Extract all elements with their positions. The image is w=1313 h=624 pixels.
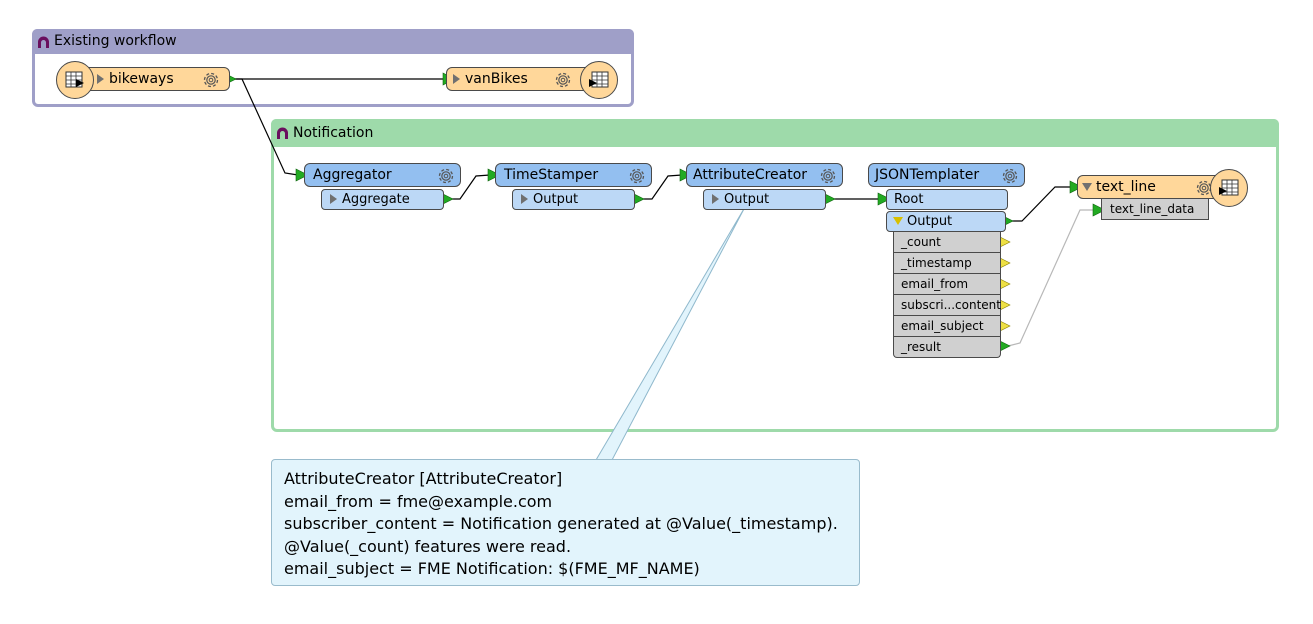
attributecreator-tooltip: AttributeCreator [AttributeCreator] emai… (271, 459, 860, 586)
expand-triangle-icon[interactable] (521, 194, 528, 204)
collapse-triangle-icon[interactable] (893, 217, 903, 225)
attributecreator-label: AttributeCreator (693, 167, 808, 183)
gear-icon[interactable] (436, 166, 456, 186)
reader-bikeways-label: bikeways (109, 71, 174, 87)
attribute-email-subject[interactable]: email_subject (893, 316, 1001, 337)
gear-icon[interactable] (1000, 166, 1020, 186)
writer-textline-table-icon (1210, 169, 1248, 207)
expand-triangle-icon[interactable] (453, 74, 460, 84)
expand-triangle-icon[interactable] (97, 74, 104, 84)
gear-icon[interactable] (627, 166, 647, 186)
jsontemplater-root-input[interactable]: Root (886, 189, 1008, 210)
aggregator-label: Aggregator (313, 167, 392, 183)
attribute-result[interactable]: _result (893, 337, 1001, 358)
timestamper-label: TimeStamper (504, 167, 599, 183)
tooltip-line: email_subject = FME Notification: $(FME_… (284, 559, 700, 578)
jsontemplater-root-label: Root (894, 192, 924, 207)
jsontemplater-output-label: Output (907, 214, 953, 229)
writer-textline-label: text_line (1096, 179, 1156, 195)
transformer-attributecreator[interactable]: AttributeCreator (686, 163, 843, 187)
aggregator-output-label: Aggregate (342, 192, 410, 207)
tooltip-line: AttributeCreator [AttributeCreator] (284, 469, 563, 488)
timestamper-output-port[interactable]: Output (512, 189, 635, 210)
attribute-email-from[interactable]: email_from (893, 274, 1001, 295)
collapse-triangle-icon[interactable] (1082, 183, 1092, 191)
attribute-label: email_subject (901, 319, 984, 333)
jsontemplater-label: JSONTemplater (875, 167, 980, 183)
existing-workflow-title: Existing workflow (54, 33, 177, 49)
bookmark-icon (38, 36, 49, 48)
reader-bikeways[interactable]: bikeways (78, 67, 230, 91)
existing-workflow-bookmark-header[interactable]: Existing workflow (32, 29, 634, 54)
timestamper-output-label: Output (533, 192, 579, 207)
gear-icon[interactable] (201, 70, 221, 90)
attribute-subscriber-content[interactable]: subscri...content (893, 295, 1001, 316)
gear-icon[interactable] (553, 70, 573, 90)
attribute-label: email_from (901, 277, 969, 291)
tooltip-line: subscriber_content = Notification genera… (284, 514, 838, 533)
bookmark-icon (277, 127, 288, 139)
writer-vanbikes[interactable]: vanBikes (446, 67, 596, 91)
reader-table-icon (56, 61, 94, 99)
writer-vanbikes-label: vanBikes (465, 71, 528, 87)
transformer-aggregator[interactable]: Aggregator (304, 163, 461, 187)
notification-bookmark-header[interactable]: Notification (271, 119, 1279, 147)
attribute-timestamp[interactable]: _timestamp (893, 253, 1001, 274)
jsontemplater-output-port[interactable]: Output (886, 211, 1006, 232)
attribute-count[interactable]: _count (893, 232, 1001, 253)
writer-table-icon (580, 61, 618, 99)
aggregator-output-port[interactable]: Aggregate (321, 189, 444, 210)
tooltip-line: @Value(_count) features were read. (284, 536, 572, 556)
transformer-jsontemplater[interactable]: JSONTemplater (868, 163, 1025, 187)
attributecreator-output-label: Output (724, 192, 770, 207)
table-icon (65, 71, 84, 88)
expand-triangle-icon[interactable] (712, 194, 719, 204)
attribute-label: _timestamp (901, 256, 972, 270)
table-icon (1219, 179, 1239, 196)
notification-title: Notification (293, 125, 374, 141)
writer-textline-attribute[interactable]: text_line_data (1101, 199, 1209, 220)
attribute-label: _result (901, 340, 941, 354)
attributecreator-output-port[interactable]: Output (703, 189, 826, 210)
gear-icon[interactable] (818, 166, 838, 186)
table-icon (589, 71, 609, 88)
transformer-timestamper[interactable]: TimeStamper (495, 163, 652, 187)
writer-textline[interactable]: text_line (1077, 175, 1225, 199)
textline-data-label: text_line_data (1110, 202, 1195, 216)
expand-triangle-icon[interactable] (330, 194, 337, 204)
tooltip-line: email_from = fme@example.com (284, 491, 553, 511)
attribute-label: subscri...content (901, 298, 1001, 312)
attribute-label: _count (901, 235, 941, 249)
